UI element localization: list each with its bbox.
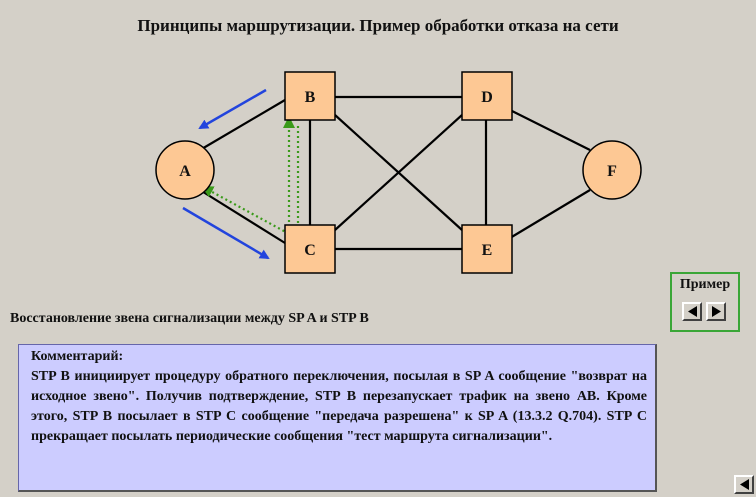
node-label-c: C (304, 242, 316, 259)
node-label-d: D (481, 89, 493, 106)
node-f (582, 140, 642, 200)
node-e (461, 224, 513, 274)
example-panel: Пример (670, 272, 740, 332)
step-subtitle: Восстановление звена сигнализации между … (10, 311, 369, 326)
back-button[interactable] (734, 475, 754, 494)
node-label-f: F (607, 163, 617, 180)
link-c-d (334, 114, 463, 231)
link-d-f (509, 109, 591, 151)
node-label-a: A (179, 163, 191, 180)
network-diagram: A B C D E F (155, 71, 642, 274)
node-label-e: E (482, 242, 493, 259)
arrow-left-icon (740, 479, 749, 490)
comment-title: Комментарий: (31, 349, 124, 364)
arrow-right-icon (712, 306, 721, 317)
node-c (284, 224, 336, 274)
node-a (155, 140, 215, 200)
next-button[interactable] (706, 302, 726, 321)
prev-button[interactable] (682, 302, 702, 321)
comment-text: STP B инициирует процедуру обратного пер… (31, 369, 647, 444)
traffic-arrow-to-a (198, 88, 267, 130)
network-links (199, 95, 591, 251)
traffic-arrow-to-c (182, 206, 270, 260)
node-d (461, 71, 513, 121)
signal-arrows (201, 116, 304, 242)
page-title: Принципы маршрутизации. Пример обработки… (137, 16, 619, 35)
example-label: Пример (679, 277, 731, 292)
link-e-f (509, 189, 591, 239)
signal-arrow-c-to-a (201, 186, 294, 237)
node-b (284, 71, 336, 121)
link-a-c (199, 189, 286, 244)
arrow-left-icon (688, 306, 697, 317)
link-a-b (199, 99, 286, 151)
comment-panel: Комментарий: STP B инициирует процедуру … (18, 344, 657, 492)
node-label-b: B (305, 89, 316, 106)
